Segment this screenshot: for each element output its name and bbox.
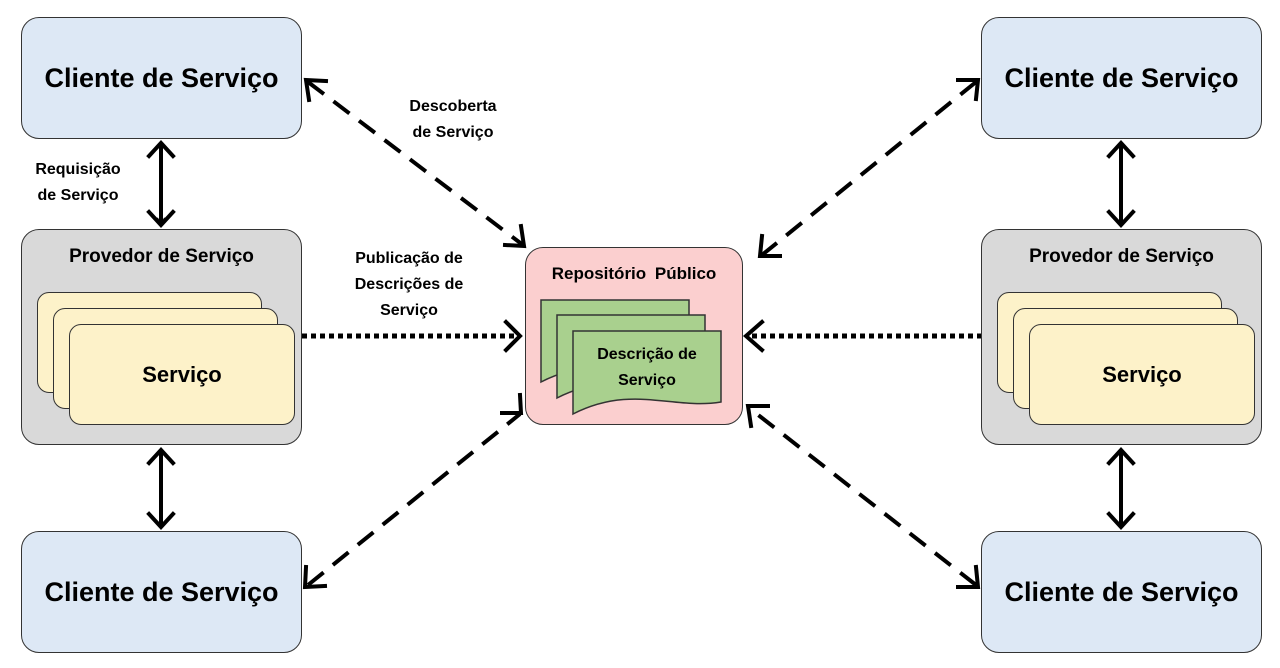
discovery-arrow-bottom-right (746, 405, 978, 587)
arrowhead (500, 392, 524, 415)
publication-line: Publicação de (355, 250, 463, 267)
arrowhead (303, 77, 329, 103)
discovery-arrow-top-left (306, 80, 525, 247)
client-label: Cliente de Serviço (1004, 576, 1239, 607)
description-line: Descrição de (597, 346, 697, 363)
service-label: Serviço (142, 361, 222, 387)
service-client-top-left: Cliente de Serviço (21, 17, 302, 139)
discovery-arrow-top-right (760, 80, 978, 257)
provider-title: Provedor de Serviço (1029, 246, 1214, 267)
service-card-front: Serviço (69, 324, 295, 425)
arrowhead (956, 78, 981, 102)
client-label: Cliente de Serviço (44, 576, 279, 607)
service-client-bottom-left: Cliente de Serviço (21, 531, 302, 653)
discovery-line: Descoberta (409, 98, 497, 115)
arrowhead (503, 319, 523, 353)
arrowhead (146, 511, 176, 530)
publication-line: Serviço (380, 302, 438, 319)
arrowhead (956, 564, 981, 589)
arrowhead (146, 447, 176, 466)
discovery-arrow-bottom-left (306, 412, 522, 587)
discovery-label: Descoberta de Serviço (388, 94, 518, 146)
service-provider-left: Provedor de Serviço Serviço (21, 229, 302, 445)
arrowhead (742, 319, 765, 353)
repository-title: Repositório Público (551, 264, 717, 283)
arrowhead (502, 223, 527, 249)
arrowhead (302, 564, 328, 590)
arrowhead (745, 404, 770, 429)
arrowhead (1106, 209, 1136, 228)
arrowhead (146, 209, 176, 228)
service-description-label: Descrição de Serviço (574, 342, 720, 394)
client-label: Cliente de Serviço (44, 62, 279, 93)
service-client-bottom-right: Cliente de Serviço (981, 531, 1262, 653)
service-card-front: Serviço (1029, 324, 1255, 425)
service-client-top-right: Cliente de Serviço (981, 17, 1262, 139)
request-line: Requisição (35, 161, 121, 178)
discovery-line: de Serviço (412, 124, 494, 141)
publication-label: Publicação de Descrições de Serviço (336, 246, 482, 324)
service-provider-right: Provedor de Serviço Serviço (981, 229, 1262, 445)
public-repository: Repositório Público (525, 247, 743, 425)
arrowhead (1106, 447, 1136, 466)
service-label: Serviço (1102, 361, 1182, 387)
arrowhead (757, 233, 782, 258)
client-label: Cliente de Serviço (1004, 62, 1239, 93)
arrowhead (146, 140, 176, 159)
description-line: Serviço (618, 372, 676, 389)
provider-title: Provedor de Serviço (69, 246, 254, 267)
request-line: de Serviço (37, 187, 119, 204)
arrowhead (1106, 511, 1136, 530)
arrowhead (1106, 140, 1136, 159)
publication-line: Descrições de (354, 276, 464, 293)
request-label: Requisição de Serviço (22, 157, 134, 209)
